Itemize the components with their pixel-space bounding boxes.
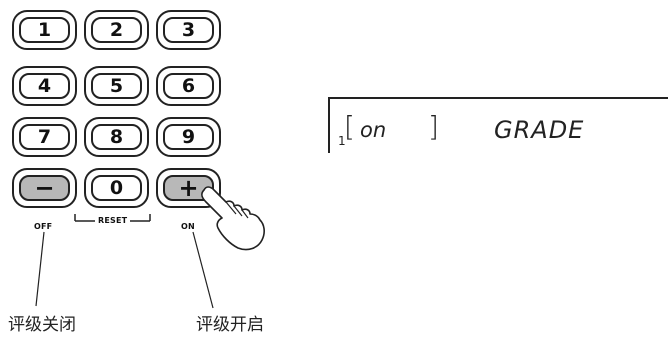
lcd-open-bracket: [ [344,110,355,143]
key-3-label: 3 [163,17,214,43]
lcd-number: 1 [338,134,346,148]
key-6-label: 6 [163,73,214,99]
key-0[interactable]: 0 [84,168,149,208]
key-5-label: 5 [91,73,142,99]
minus-key[interactable]: − [12,168,77,208]
key-8[interactable]: 8 [84,117,149,157]
key-0-label: 0 [91,175,142,201]
key-2-label: 2 [91,17,142,43]
key-2[interactable]: 2 [84,10,149,50]
off-caption: OFF [34,222,53,231]
key-5[interactable]: 5 [84,66,149,106]
lcd-function-name: GRADE [494,116,585,144]
key-7[interactable]: 7 [12,117,77,157]
key-7-label: 7 [19,124,70,150]
key-1-label: 1 [19,17,70,43]
key-8-label: 8 [91,124,142,150]
lcd-frame-top [328,97,668,99]
grade-on-label: 评级开启 [196,315,264,335]
key-4[interactable]: 4 [12,66,77,106]
lcd-close-bracket: ] [428,110,439,143]
key-4-label: 4 [19,73,70,99]
minus-key-label: − [19,174,70,202]
key-9-label: 9 [163,124,214,150]
pointing-hand-icon [201,186,265,251]
numeric-keypad: 1 2 3 4 5 6 7 8 9 − 0 + [0,0,240,260]
lcd-value: on [360,118,387,142]
grade-off-label: 评级关闭 [8,315,76,335]
key-1[interactable]: 1 [12,10,77,50]
reset-caption: RESET [98,216,128,225]
on-caption: ON [181,222,195,231]
key-6[interactable]: 6 [156,66,221,106]
lcd-frame-left [328,97,330,153]
key-9[interactable]: 9 [156,117,221,157]
key-3[interactable]: 3 [156,10,221,50]
